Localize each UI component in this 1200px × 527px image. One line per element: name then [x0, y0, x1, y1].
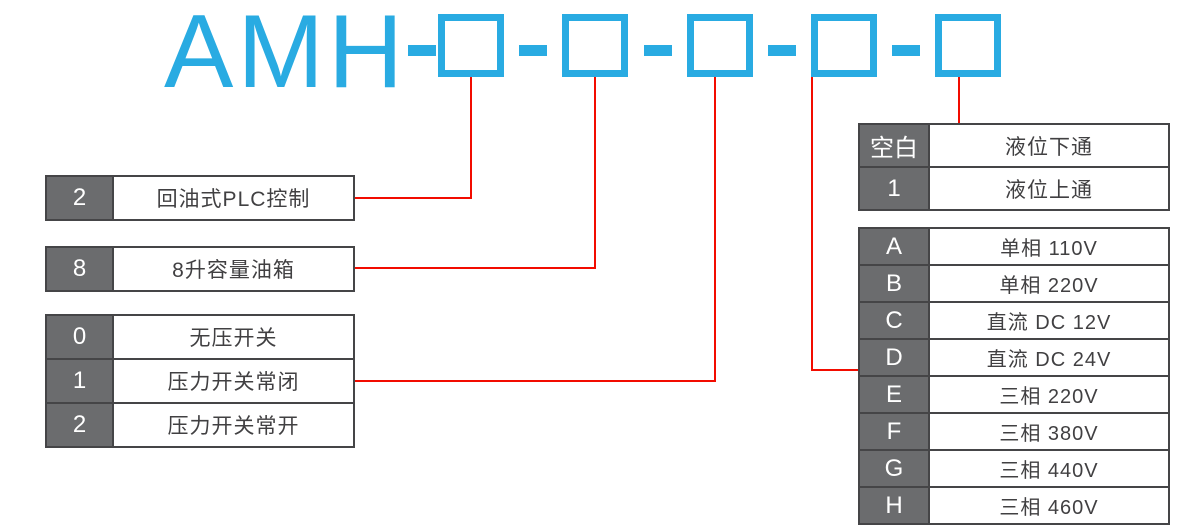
table-row: D 直流 DC 24V	[860, 338, 1168, 375]
option-code-cell: F	[860, 414, 930, 449]
connector-line-3-horizontal	[355, 380, 716, 382]
plc-control-table: 2 回油式PLC控制	[45, 175, 355, 221]
table-row: C 直流 DC 12V	[860, 301, 1168, 338]
option-label-cell: 直流 DC 12V	[986, 312, 1112, 334]
connector-line-3-vertical	[714, 77, 716, 382]
option-code-cell: 8	[47, 248, 114, 290]
option-label-cell: 三相 440V	[999, 460, 1099, 482]
pressure-switch-table: 0 无压开关 1 压力开关常闭 2 压力开关常开	[45, 314, 355, 448]
option-label-cell: 三相 220V	[999, 386, 1099, 408]
option-code-cell: A	[860, 229, 930, 264]
option-label-cell: 单相 110V	[1000, 238, 1098, 260]
table-row: 8 8升容量油箱	[47, 248, 353, 290]
option-label-cell: 三相 380V	[999, 423, 1099, 445]
connector-line-5-vertical	[958, 77, 960, 123]
table-row: 0 无压开关	[47, 316, 353, 358]
option-label-cell: 压力开关常开	[167, 415, 300, 438]
option-label-cell: 压力开关常闭	[167, 371, 300, 394]
option-code-cell: 2	[47, 177, 114, 219]
dash-separator	[892, 45, 920, 56]
model-prefix-text: AMH	[164, 0, 408, 110]
dash-separator	[519, 45, 547, 56]
connector-line-2-horizontal	[355, 267, 596, 269]
option-label-cell: 8升容量油箱	[172, 259, 295, 282]
dash-separator	[408, 45, 436, 56]
option-label-cell: 液位下通	[1005, 135, 1093, 159]
table-row: G 三相 440V	[860, 449, 1168, 486]
option-label-cell: 单相 220V	[999, 275, 1099, 297]
table-row: 1 压力开关常闭	[47, 358, 353, 402]
code-box-5	[935, 14, 1001, 77]
connector-line-2-vertical	[594, 77, 596, 269]
code-box-3	[687, 14, 753, 77]
code-box-4	[811, 14, 877, 77]
liquid-level-table: 空白 液位下通 1 液位上通	[858, 123, 1170, 211]
option-label-cell: 无压开关	[189, 327, 278, 350]
table-row: H 三相 460V	[860, 486, 1168, 523]
connector-line-4-horizontal	[811, 369, 858, 371]
table-row: 2 回油式PLC控制	[47, 177, 353, 219]
option-label-cell: 回油式PLC控制	[156, 188, 311, 211]
option-code-cell: B	[860, 266, 930, 301]
code-box-1	[438, 14, 504, 77]
table-row: 1 液位上通	[860, 166, 1168, 209]
option-code-cell: D	[860, 340, 930, 375]
option-code-cell: 1	[47, 360, 114, 402]
option-label-cell: 液位上通	[1005, 178, 1093, 202]
tank-capacity-table: 8 8升容量油箱	[45, 246, 355, 292]
option-code-cell: 空白	[860, 125, 930, 166]
voltage-table: A 单相 110V B 单相 220V C 直流 DC 12V D 直流 DC 24V E 三相 …	[858, 227, 1170, 525]
connector-line-4-vertical	[811, 77, 813, 371]
connector-line-1-horizontal	[355, 197, 472, 199]
code-box-2	[562, 14, 628, 77]
option-code-cell: G	[860, 451, 930, 486]
table-row: F 三相 380V	[860, 412, 1168, 449]
table-row: 2 压力开关常开	[47, 402, 353, 446]
option-code-cell: E	[860, 377, 930, 412]
dash-separator	[768, 45, 796, 56]
dash-separator	[644, 45, 672, 56]
table-row: B 单相 220V	[860, 264, 1168, 301]
option-code-cell: H	[860, 488, 930, 523]
option-code-cell: 1	[860, 168, 930, 209]
table-row: A 单相 110V	[860, 229, 1168, 264]
connector-line-1-vertical	[470, 77, 472, 199]
option-code-cell: C	[860, 303, 930, 338]
option-label-cell: 直流 DC 24V	[986, 349, 1112, 371]
table-row: 空白 液位下通	[860, 125, 1168, 166]
option-code-cell: 0	[47, 316, 114, 358]
table-row: E 三相 220V	[860, 375, 1168, 412]
option-code-cell: 2	[47, 404, 114, 446]
option-label-cell: 三相 460V	[999, 497, 1099, 519]
